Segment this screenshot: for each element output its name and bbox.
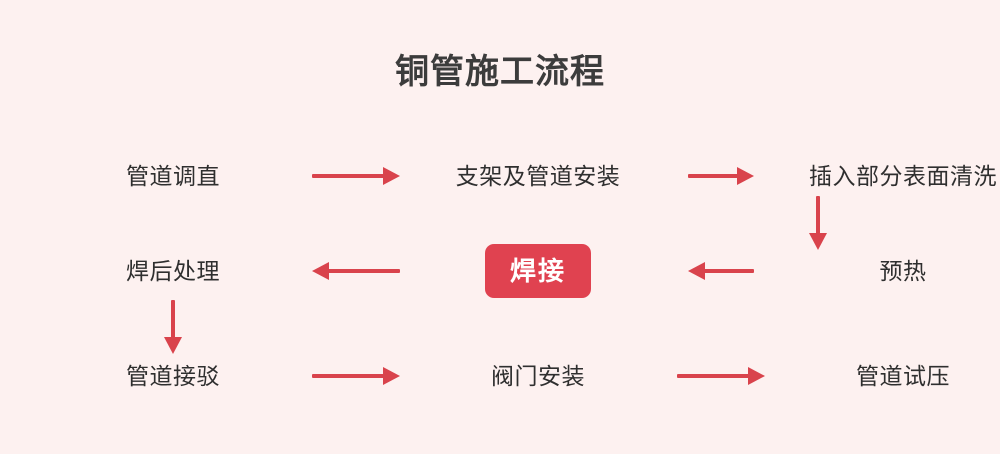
flow-node-label: 管道接驳 [126, 363, 220, 389]
flow-node-label: 焊后处理 [126, 258, 220, 284]
flow-node-label: 阀门安装 [491, 363, 585, 389]
flow-node-step-3[interactable]: 插入部分表面清洗 [768, 146, 1000, 206]
arrow-left-icon [687, 261, 754, 281]
flow-row-1: 管道调直 支架及管道安装 插入部分表面清洗 [0, 146, 1000, 206]
arrow-down-icon [164, 300, 182, 354]
arrow-left-icon [311, 261, 400, 281]
flow-node-label: 管道调直 [126, 163, 220, 189]
flow-connector-5-6 [308, 241, 403, 301]
flow-node-label: 支架及管道安装 [455, 163, 621, 189]
flow-connector-7-8 [308, 346, 403, 406]
arrow-right-icon [311, 366, 400, 386]
flow-node-step-8[interactable]: 阀门安装 [403, 346, 673, 406]
flow-node-label-highlighted: 焊接 [484, 244, 591, 298]
flow-node-step-4[interactable]: 预热 [768, 241, 1000, 301]
arrow-down-icon [809, 196, 827, 250]
arrow-right-icon [676, 366, 765, 386]
flow-row-3: 管道接驳 阀门安装 管道试压 [0, 346, 1000, 406]
flow-connector-1-2 [308, 146, 403, 206]
arrow-right-icon [311, 166, 400, 186]
flow-connector-2-3 [673, 146, 768, 206]
flow-node-step-1[interactable]: 管道调直 [38, 146, 308, 206]
flow-node-label: 预热 [879, 258, 927, 284]
flow-node-step-5[interactable]: 焊接 [403, 241, 673, 301]
flow-row-2: 焊后处理 焊接 预热 [0, 241, 1000, 301]
arrow-right-icon [687, 166, 754, 186]
flow-node-step-6[interactable]: 焊后处理 [38, 241, 308, 301]
flow-node-label: 管道试压 [856, 363, 950, 389]
flow-connector-8-9 [673, 346, 768, 406]
page-title: 铜管施工流程 [395, 53, 605, 91]
flow-node-step-2[interactable]: 支架及管道安装 [403, 146, 673, 206]
flow-node-step-9[interactable]: 管道试压 [768, 346, 1000, 406]
flow-connector-4-5 [673, 241, 768, 301]
flow-node-step-7[interactable]: 管道接驳 [38, 346, 308, 406]
flow-node-label: 插入部分表面清洗 [809, 163, 997, 189]
